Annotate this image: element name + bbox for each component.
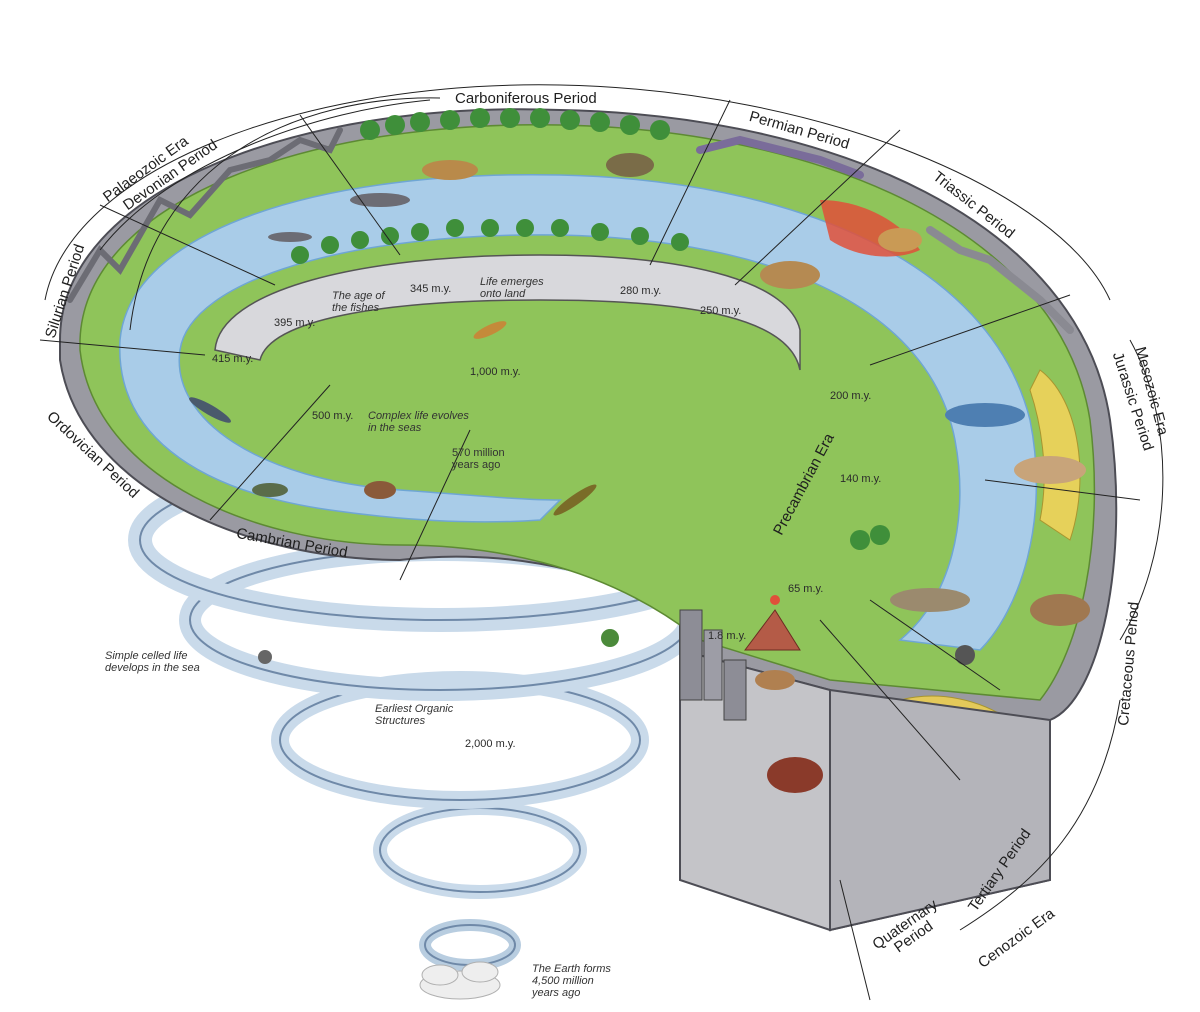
age-2000-label: 2,000 m.y. <box>465 738 516 750</box>
age-395-label: 395 m.y. <box>274 317 316 329</box>
forest-trees <box>291 108 890 550</box>
age-140-label: 140 m.y. <box>840 473 882 485</box>
earth-forms-note: The Earth forms 4,500 million years ago <box>532 963 611 999</box>
earth-forms-cloud <box>419 961 501 1000</box>
age-65-label: 65 m.y. <box>788 583 824 595</box>
age-250-label: 250 m.y. <box>700 305 742 317</box>
complex-life-note: Complex life evolves in the seas <box>368 410 469 434</box>
age-500-label: 500 m.y. <box>312 410 354 422</box>
age-200-label: 200 m.y. <box>830 390 872 402</box>
age-345-label: 345 m.y. <box>410 283 452 295</box>
570-million-note: 570 million years ago <box>452 447 505 471</box>
outer-platform <box>59 108 1118 932</box>
age-280-label: 280 m.y. <box>620 285 662 297</box>
carboniferous-period-label: Carboniferous Period <box>455 90 597 107</box>
life-emerges-note: Life emerges onto land <box>480 276 544 300</box>
earliest-organic-note: Earliest Organic Structures <box>375 703 454 727</box>
age-1000-label: 1,000 m.y. <box>470 366 521 378</box>
age-415-label: 415 m.y. <box>212 353 254 365</box>
creatures <box>189 153 1090 793</box>
age-18-label: 1.8 m.y. <box>708 630 747 642</box>
age-of-fishes-note: The age of the fishes <box>332 290 385 314</box>
time-divisions <box>39 84 1164 1001</box>
simple-celled-note: Simple celled life develops in the sea <box>105 650 200 674</box>
